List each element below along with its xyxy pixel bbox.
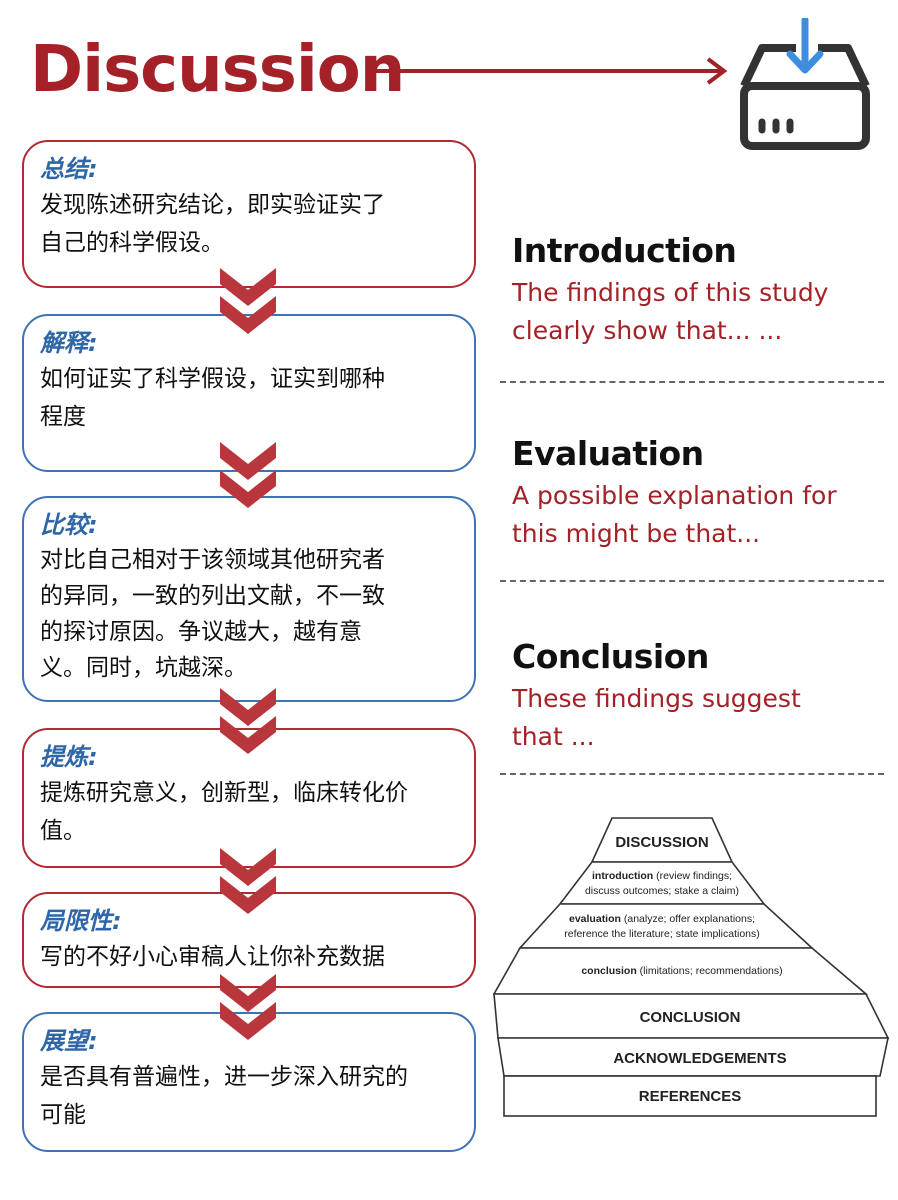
- section-introduction-text: The findings of this study clearly show …: [512, 274, 872, 350]
- pyramid-introduction-label-2: discuss outcomes; stake a claim): [585, 885, 739, 897]
- text-line: 程度: [40, 404, 86, 430]
- text-line: 写的不好小心审稿人让你补充数据: [40, 944, 385, 970]
- text-line: 义。同时，坑越深。: [40, 655, 247, 681]
- section-evaluation-title: Evaluation: [512, 434, 704, 473]
- step-explanation: 解释: 如何证实了科学假设，证实到哪种 程度: [22, 314, 476, 472]
- step-refinement-text: 提炼研究意义，创新型，临床转化价 值。: [40, 774, 458, 850]
- text-line: this might be that...: [512, 519, 761, 548]
- step-summary-heading: 总结:: [40, 155, 98, 183]
- section-conclusion-text: These findings suggest that ...: [512, 680, 872, 756]
- divider: [500, 773, 884, 775]
- divider: [500, 580, 884, 582]
- section-introduction: Introduction The findings of this study …: [512, 228, 872, 350]
- chevron-down-icon: [220, 442, 276, 508]
- text-line: The findings of this study: [512, 278, 829, 307]
- pyramid-evaluation-label-2: reference the literature; state implicat…: [564, 928, 760, 940]
- step-summary-text: 发现陈述研究结论，即实验证实了 自己的科学假设。: [40, 186, 458, 262]
- text-line: 对比自己相对于该领域其他研究者: [40, 547, 385, 573]
- step-outlook-text: 是否具有普遍性，进一步深入研究的 可能: [40, 1058, 458, 1134]
- text-line: 的探讨原因。争议越大，越有意: [40, 619, 362, 645]
- text-line: 值。: [40, 818, 86, 844]
- pyramid-references-label: REFERENCES: [639, 1088, 742, 1105]
- step-explanation-heading: 解释:: [40, 329, 98, 357]
- discussion-pyramid-diagram: DISCUSSION introduction (review findings…: [492, 817, 890, 1117]
- text-line: 提炼研究意义，创新型，临床转化价: [40, 780, 408, 806]
- chevron-down-icon: [220, 974, 276, 1040]
- text-line: 是否具有普遍性，进一步深入研究的: [40, 1064, 408, 1090]
- pyramid-introduction-label: introduction (review findings;: [592, 870, 732, 882]
- pyramid-discussion-label: DISCUSSION: [615, 834, 708, 851]
- step-limitations-heading: 局限性:: [40, 907, 122, 935]
- section-introduction-title: Introduction: [512, 231, 737, 270]
- chevron-down-icon: [220, 268, 276, 334]
- step-summary: 总结: 发现陈述研究结论，即实验证实了 自己的科学假设。: [22, 140, 476, 288]
- pyramid-acknowledgements-label: ACKNOWLEDGEMENTS: [613, 1050, 786, 1067]
- step-comparison-text: 对比自己相对于该领域其他研究者 的异同，一致的列出文献，不一致 的探讨原因。争议…: [40, 542, 458, 686]
- text-line: 如何证实了科学假设，证实到哪种: [40, 366, 385, 392]
- step-comparison: 比较: 对比自己相对于该领域其他研究者 的异同，一致的列出文献，不一致 的探讨原…: [22, 496, 476, 702]
- pyramid-evaluation-level: [518, 903, 815, 949]
- text-line: 发现陈述研究结论，即实验证实了: [40, 192, 385, 218]
- text-line: clearly show that... ...: [512, 316, 783, 345]
- pyramid-conclusion-label: CONCLUSION: [640, 1009, 741, 1026]
- text-line: 可能: [40, 1102, 86, 1128]
- download-box-icon: [740, 18, 870, 150]
- step-limitations-text: 写的不好小心审稿人让你补充数据: [40, 938, 458, 976]
- text-line: A possible explanation for: [512, 481, 837, 510]
- pyramid-conclusion-sub-label: conclusion (limitations; recommendations…: [581, 965, 782, 977]
- step-refinement-heading: 提炼:: [40, 743, 98, 771]
- pyramid-references-level: [503, 1075, 877, 1117]
- pyramid-evaluation-label: evaluation (analyze; offer explanations;: [569, 913, 755, 925]
- section-evaluation-text: A possible explanation for this might be…: [512, 477, 872, 553]
- section-conclusion: Conclusion These findings suggest that .…: [512, 634, 872, 756]
- text-line: These findings suggest: [512, 684, 801, 713]
- divider: [500, 381, 884, 383]
- page-title: Discussion: [30, 33, 405, 107]
- pyramid-acknowledgements-level: [497, 1037, 889, 1077]
- text-line: 自己的科学假设。: [40, 230, 224, 256]
- chevron-down-icon: [220, 688, 276, 754]
- section-evaluation: Evaluation A possible explanation for th…: [512, 431, 872, 553]
- section-conclusion-title: Conclusion: [512, 637, 709, 676]
- text-line: 的异同，一致的列出文献，不一致: [40, 583, 385, 609]
- step-explanation-text: 如何证实了科学假设，证实到哪种 程度: [40, 360, 458, 436]
- step-comparison-heading: 比较:: [40, 511, 98, 539]
- arrow-right-icon: [374, 57, 728, 85]
- step-outlook-heading: 展望:: [40, 1027, 98, 1055]
- chevron-down-icon: [220, 848, 276, 914]
- text-line: that ...: [512, 722, 595, 751]
- pyramid-introduction-level: [558, 861, 766, 905]
